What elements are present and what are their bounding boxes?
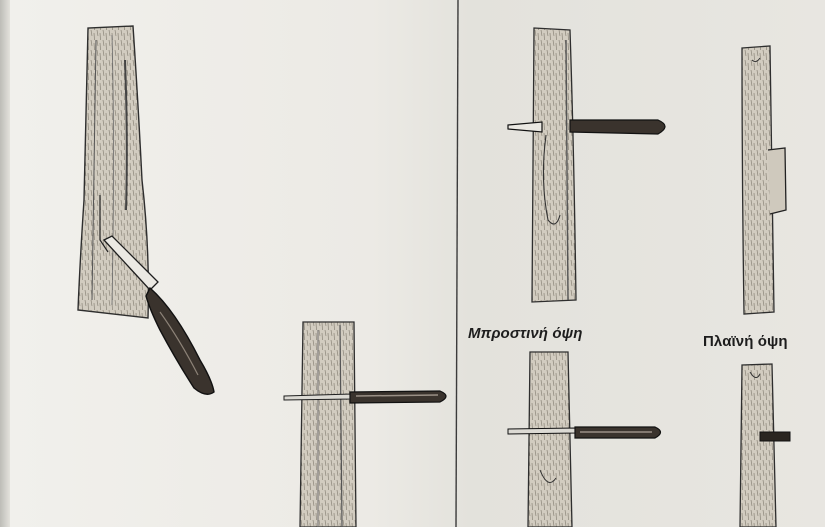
front-view-caption: Μπροστινή όψη [468,325,583,342]
trunk-side-view-icon [742,46,786,314]
trunk-side-view-icon [740,364,790,527]
tree-trunk-icon [300,322,356,527]
knife-icon [508,120,665,134]
tree-trunk-icon [528,352,572,527]
tree-trunk-icon [532,28,576,302]
panel-divider [456,0,458,527]
side-view-caption: Πλαϊνή όψη [703,333,788,350]
